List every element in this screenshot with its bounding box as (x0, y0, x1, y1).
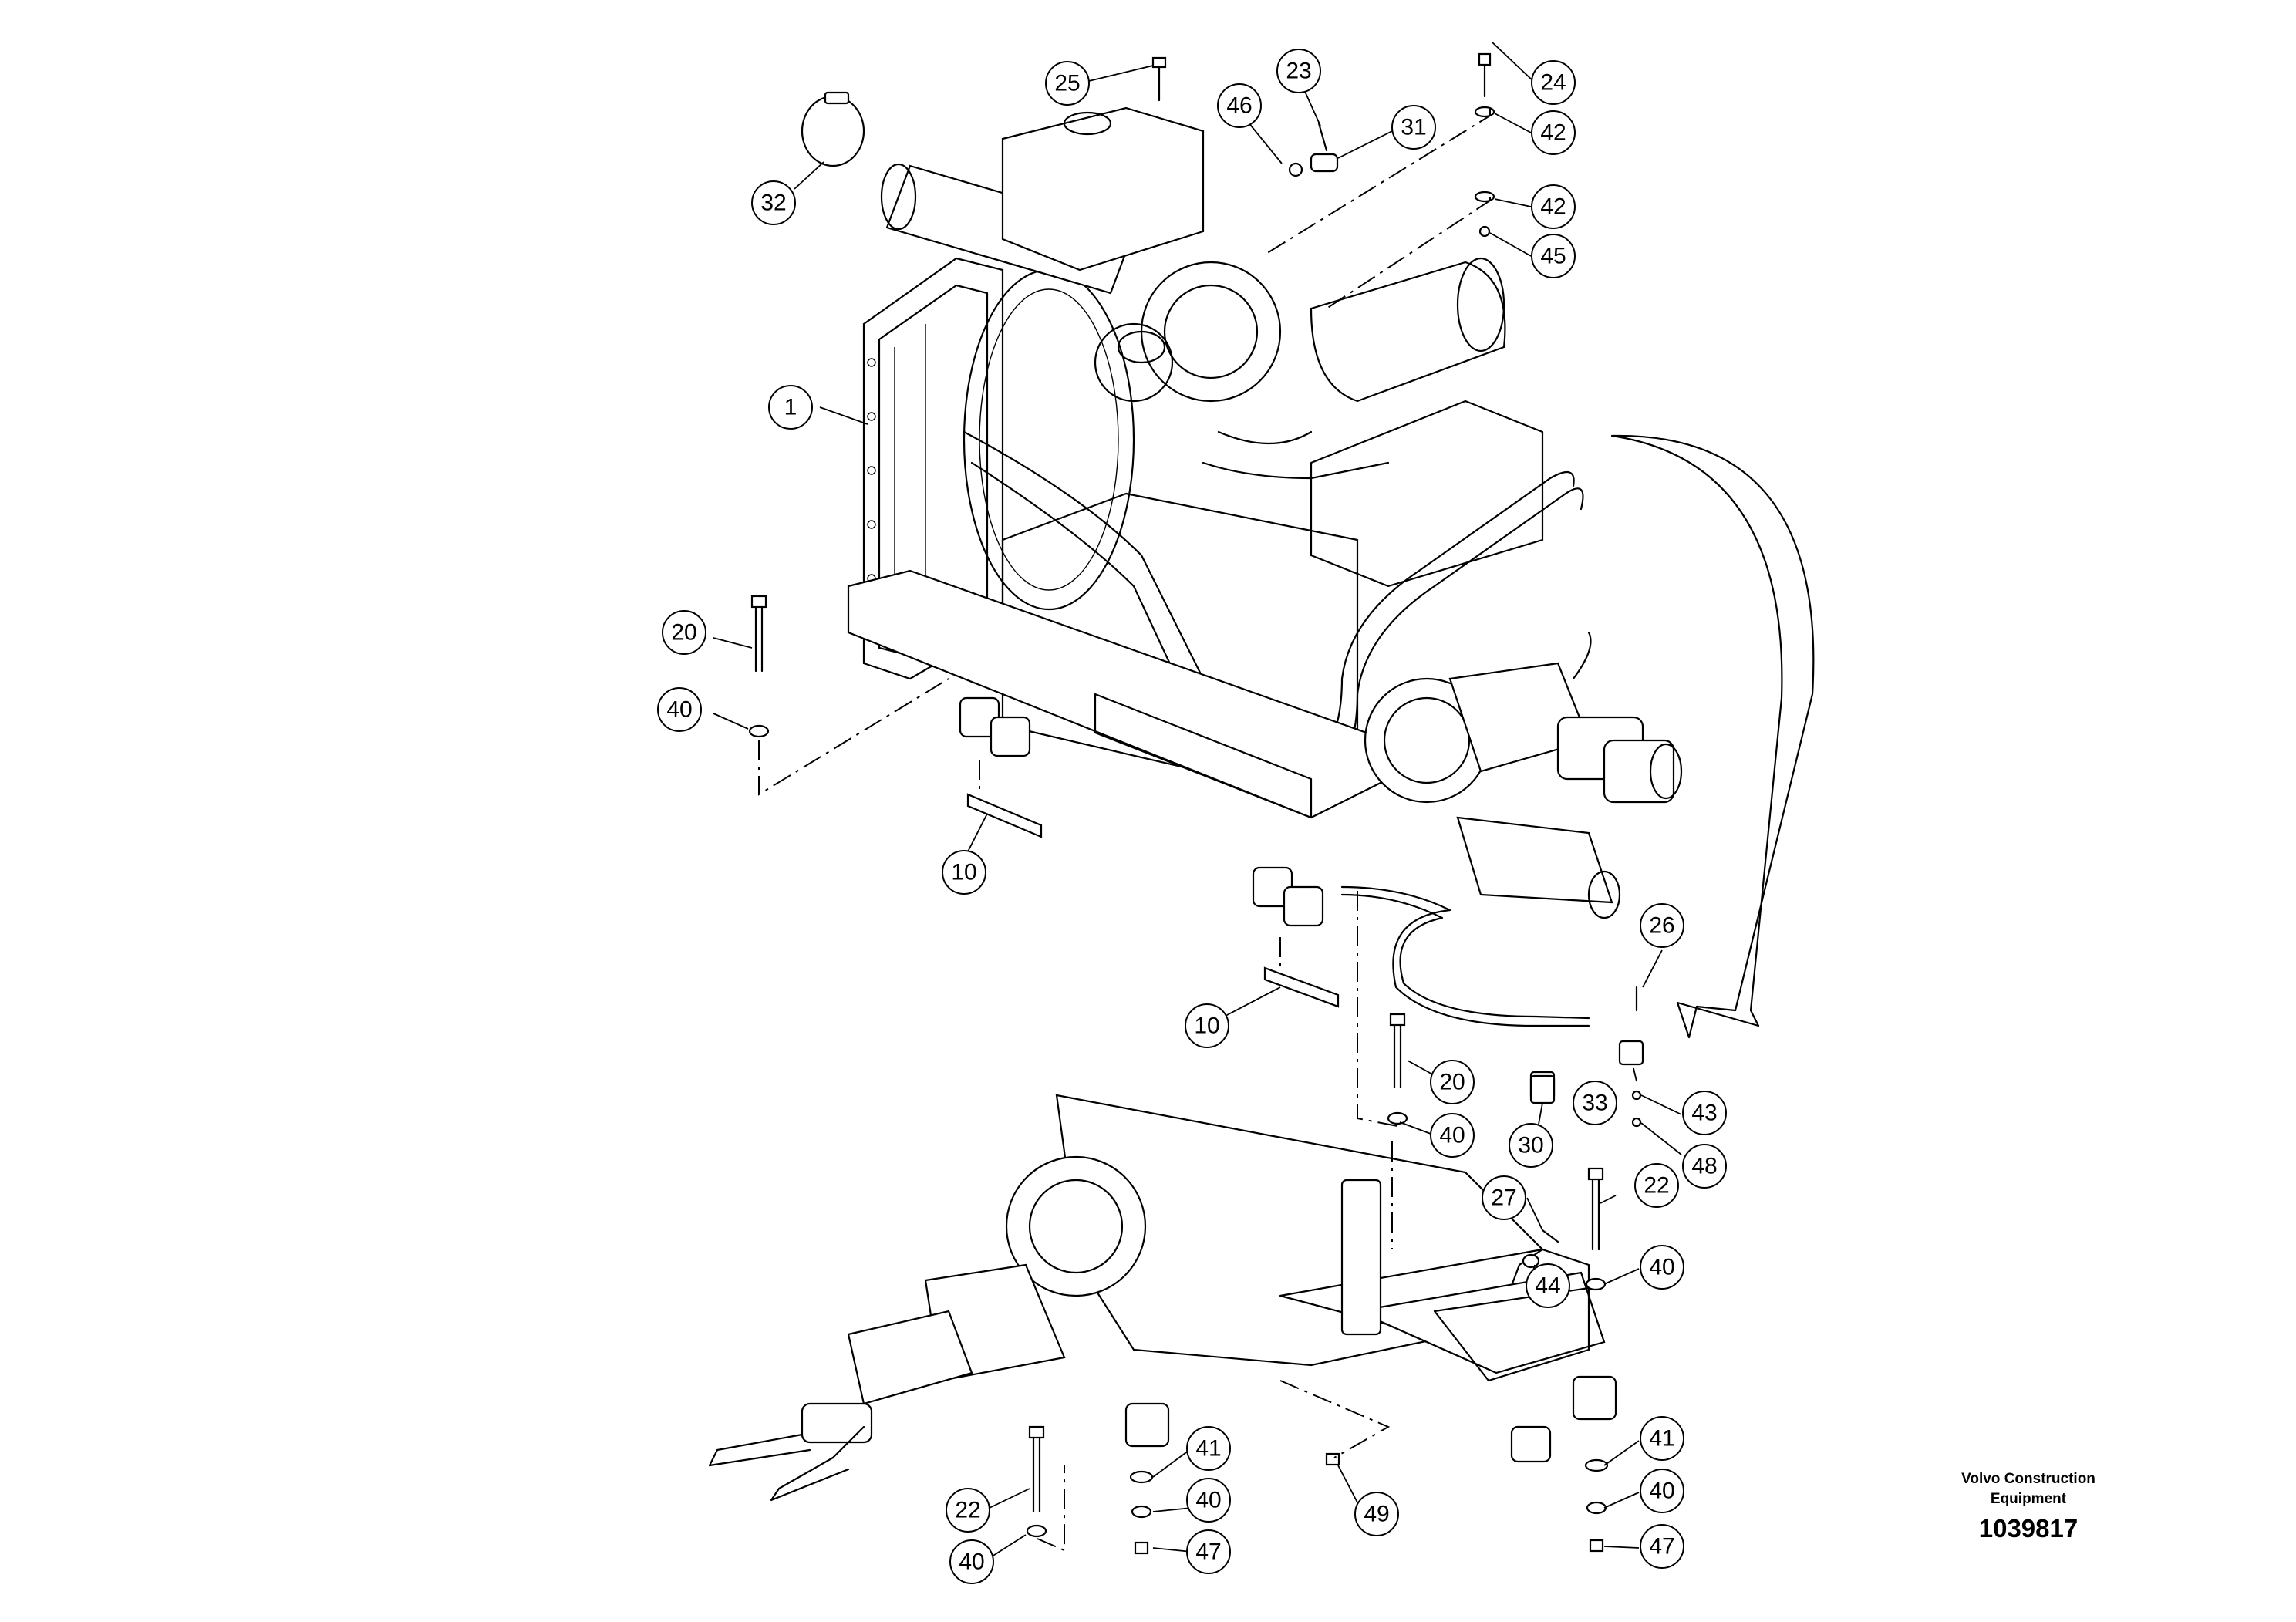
svg-text:41: 41 (1649, 1426, 1674, 1452)
callout-32: 32 (751, 180, 796, 225)
svg-text:44: 44 (1535, 1273, 1560, 1299)
callout-40: 40 (657, 687, 702, 732)
callout-48: 48 (1682, 1144, 1727, 1189)
svg-text:40: 40 (1649, 1479, 1674, 1504)
svg-text:27: 27 (1491, 1185, 1516, 1211)
brand-name: Volvo Construction Equipment (1913, 1469, 2144, 1509)
callout-23: 23 (1276, 49, 1321, 93)
brand-line-2: Equipment (1990, 1491, 2067, 1507)
callout-40d: 40 (1186, 1478, 1231, 1523)
svg-text:40: 40 (666, 697, 692, 723)
svg-text:22: 22 (1644, 1173, 1669, 1199)
brand-line-1: Volvo Construction (1961, 1471, 2095, 1487)
callout-40b: 40 (1430, 1113, 1475, 1158)
document-number: 1039817 (1978, 1514, 2079, 1543)
callout-22b: 22 (946, 1488, 990, 1533)
callout-44: 44 (1526, 1263, 1570, 1308)
callout-20b: 20 (1430, 1060, 1475, 1104)
svg-text:32: 32 (760, 191, 786, 216)
svg-text:26: 26 (1649, 913, 1674, 939)
callout-47: 47 (1186, 1529, 1231, 1574)
frame-assembly (708, 1094, 1617, 1502)
svg-text:1: 1 (784, 395, 797, 420)
svg-text:10: 10 (1194, 1013, 1219, 1039)
svg-text:45: 45 (1540, 244, 1566, 269)
svg-text:46: 46 (1226, 93, 1252, 119)
callout-40c: 40 (1640, 1245, 1684, 1290)
callout-45: 45 (1531, 234, 1576, 278)
svg-text:41: 41 (1195, 1436, 1221, 1462)
svg-text:20: 20 (671, 620, 696, 646)
callout-41b: 41 (1640, 1416, 1684, 1461)
svg-text:22: 22 (955, 1498, 980, 1523)
callout-47b: 47 (1640, 1524, 1684, 1569)
svg-text:25: 25 (1054, 71, 1080, 96)
svg-text:30: 30 (1518, 1133, 1543, 1158)
svg-text:40: 40 (1439, 1123, 1465, 1148)
svg-text:10: 10 (951, 860, 976, 885)
callout-40f: 40 (949, 1539, 994, 1584)
rotation-arrow (1610, 434, 1815, 1039)
callout-25: 25 (1045, 61, 1090, 106)
callout-10b: 10 (1185, 1003, 1229, 1048)
callout-43: 43 (1682, 1091, 1727, 1135)
callout-40e: 40 (1640, 1469, 1684, 1513)
callout-24: 24 (1531, 60, 1576, 105)
svg-text:42: 42 (1540, 194, 1566, 220)
engine-assembly (847, 106, 1683, 1101)
alignment-lines (758, 108, 1491, 1552)
callout-1: 1 (768, 385, 813, 430)
svg-text:33: 33 (1582, 1091, 1607, 1116)
callout-49: 49 (1354, 1492, 1399, 1536)
svg-text:42: 42 (1540, 120, 1566, 146)
callout-10: 10 (942, 850, 986, 895)
callout-33: 33 (1573, 1081, 1617, 1125)
svg-text:24: 24 (1540, 70, 1566, 96)
callout-20: 20 (662, 610, 706, 655)
svg-text:40: 40 (959, 1549, 984, 1575)
callout-26: 26 (1640, 903, 1684, 948)
svg-text:47: 47 (1649, 1534, 1674, 1560)
svg-text:49: 49 (1364, 1502, 1389, 1527)
callout-27: 27 (1482, 1175, 1526, 1220)
svg-text:47: 47 (1195, 1539, 1221, 1565)
svg-text:40: 40 (1649, 1255, 1674, 1280)
callout-41: 41 (1186, 1426, 1231, 1471)
svg-text:20: 20 (1439, 1070, 1465, 1095)
svg-text:31: 31 (1401, 115, 1426, 140)
callout-46: 46 (1217, 83, 1262, 128)
callout-22: 22 (1634, 1163, 1679, 1208)
callouts: 25 23 24 46 31 42 32 42 45 1 20 40 10 26… (657, 49, 1727, 1584)
svg-text:23: 23 (1286, 59, 1311, 84)
callout-30: 30 (1509, 1123, 1553, 1168)
svg-text:48: 48 (1691, 1154, 1717, 1179)
callout-42: 42 (1531, 110, 1576, 155)
svg-text:43: 43 (1691, 1101, 1717, 1126)
callout-42b: 42 (1531, 184, 1576, 229)
callout-31: 31 (1391, 105, 1436, 150)
svg-text:40: 40 (1195, 1488, 1221, 1513)
